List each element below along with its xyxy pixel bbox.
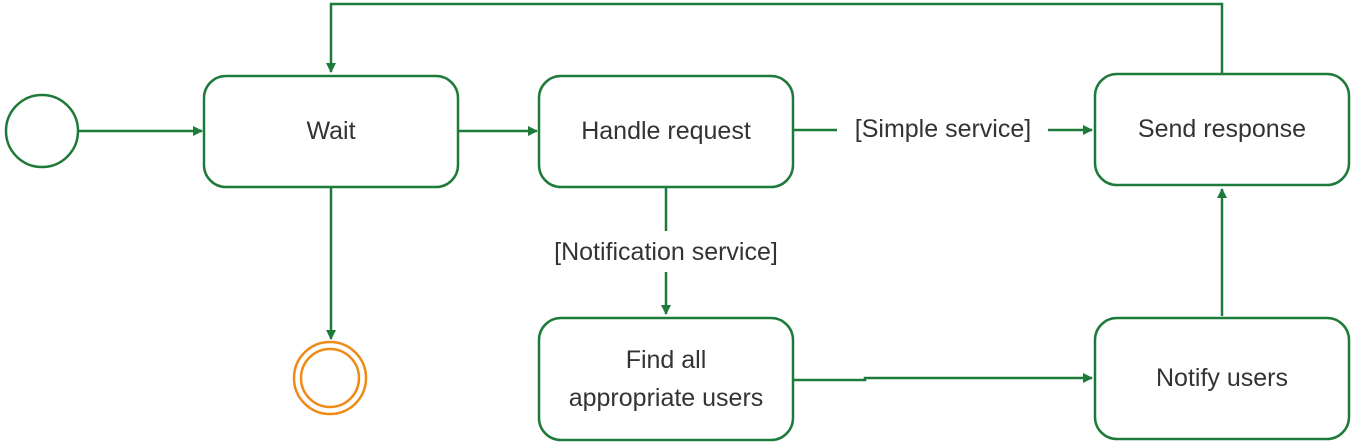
handle-request-node: [537, 74, 795, 189]
find-users-node: [537, 316, 795, 442]
find-users-label-line1: Find all: [626, 346, 707, 374]
wait-label: Wait: [306, 117, 355, 145]
edge-find-users-to-notify-users: [794, 373, 1093, 383]
initial-node: [4, 93, 80, 169]
find-users-label-line2: appropriate users: [569, 384, 764, 412]
notify-users-label: Notify users: [1156, 364, 1288, 392]
send-response-label: Send response: [1138, 115, 1306, 143]
notify-users-node: [1093, 316, 1351, 441]
send-response-node: [1093, 72, 1351, 187]
handle-request-label: Handle request: [581, 117, 751, 145]
edge-send-response-to-wait: [326, 2, 1224, 73]
guard-notification-service: [Notification service]: [554, 238, 778, 266]
guard-simple-service: [Simple service]: [855, 115, 1031, 143]
final-node-inner: [299, 347, 361, 409]
wait-node: [202, 74, 460, 189]
